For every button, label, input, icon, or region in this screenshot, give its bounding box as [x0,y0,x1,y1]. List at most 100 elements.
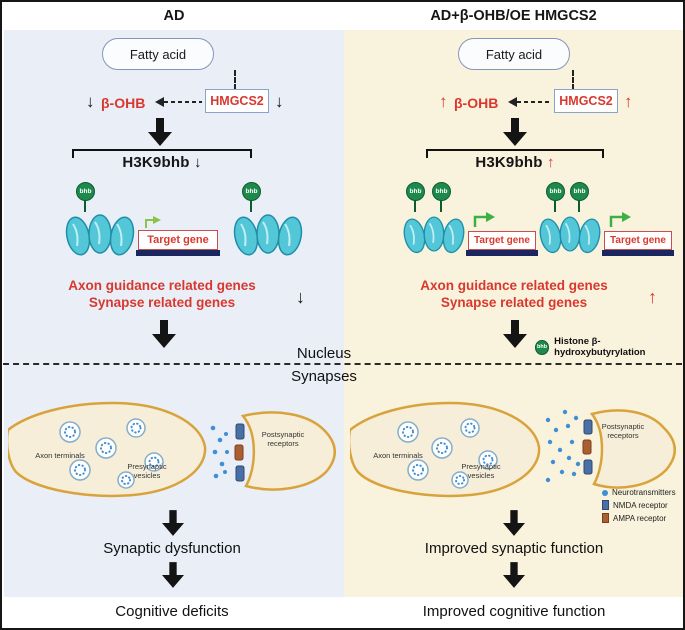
nucleosome-icon [539,216,601,254]
bhb-label: bhb [549,188,562,195]
flow-arrow-icon [162,562,184,588]
down-arrow-icon: ↓ [296,287,305,307]
bhb-stem [84,200,86,212]
up-arrow-icon: ↑ [546,154,555,171]
down-arrow-icon: ↓ [275,92,284,111]
h3k9bhb-bracket-left [72,149,252,158]
h3k9bhb-text: H3K9bhb [475,154,543,171]
flow-arrow-icon [503,320,527,348]
flow-arrow-icon [503,562,525,588]
bhb-stem [250,200,252,212]
bhb-badge: bhb [432,182,451,212]
hmgcs2-label: HMGCS2 [559,94,613,108]
bhb-label: bhb [409,188,422,195]
nmda-receptor-icon [235,423,245,440]
synapse-illustration-right [350,401,676,498]
h3k9bhb-bracket-right [426,149,604,158]
h3k9bhb-label-left: H3K9bhb ↓ [72,154,252,171]
bhb-badge: bhb [570,182,589,212]
dashed-connector-right [572,70,574,90]
ampa-receptor-icon [602,513,609,523]
panel-title-ad: AD [163,8,185,24]
down-arrow-icon: ↓ [86,92,95,111]
outcome-synaptic-left: Synaptic dysfunction [103,540,241,557]
histone-legend-label: Histone β-hydroxybutyrylation [554,336,646,358]
neurotransmitter-dots [545,409,581,483]
flow-arrow-icon [148,118,172,146]
hmgcs2-label: HMGCS2 [210,94,264,108]
hmgcs2-box-right: HMGCS2 [554,89,618,113]
postsynaptic-terminal [240,411,336,491]
h3k9bhb-label-right: H3K9bhb ↑ [426,154,604,171]
bhb-badge: bhb [546,182,565,212]
panel-ad-background [4,30,344,597]
bohb-label-right: β-OHB [454,95,499,111]
nucleus-synapse-divider [3,363,682,365]
nmda-receptor-icon [235,465,245,482]
bhb-badge: bhb [242,182,261,212]
bhb-label: bhb [537,344,548,350]
bhb-label: bhb [435,188,448,195]
nmda-receptor-icon [602,500,609,510]
bhb-badge: bhb [535,339,550,355]
dashed-arrow-icon [155,97,202,107]
fatty-acid-label: Fatty acid [129,46,187,62]
bohb-label-left: β-OHB [101,95,146,111]
synapse-illustration-left [8,401,336,498]
bhb-stem [414,200,416,212]
nucleosome-icon [65,214,135,256]
legend-ampa: AMPA receptor [602,513,666,523]
up-arrow-icon: ↑ [648,287,657,307]
nucleus-label: Nucleus [296,345,352,362]
fatty-acid-node-right: Fatty acid [458,38,570,70]
down-arrow-icon: ↓ [193,154,202,171]
bhb-label: bhb [573,188,586,195]
bhb-label: bhb [245,188,258,195]
gene-dna-bar [466,250,538,256]
flow-arrow-icon [503,510,525,536]
bhb-stem [554,200,556,212]
neurotransmitter-icon [602,489,608,496]
up-arrow-icon: ↑ [624,92,633,111]
target-gene-label: Target gene [474,235,530,246]
outcome-cognitive-left: Cognitive deficits [115,603,229,620]
target-gene-box: Target gene [138,230,218,250]
outcome-synaptic-right: Improved synaptic function [424,540,604,557]
presynaptic-vesicles-label-right: Presynaptic vesicles [461,462,501,480]
h3k9bhb-text: H3K9bhb [122,154,190,171]
ampa-label: AMPA receptor [613,513,667,523]
synapses-label: Synapses [291,368,357,385]
axon-genes-label: Axon guidance related genes [68,278,256,293]
presynaptic-vesicles-label-left: Presynaptic vesicles [127,462,167,480]
synapse-genes-label: Synapse related genes [88,294,236,310]
neurotransmitters-label: Neurotransmitters [612,488,676,497]
outcome-cognitive-right: Improved cognitive function [422,603,606,620]
legend-neurotransmitters: Neurotransmitters [602,488,676,497]
bhb-badge: bhb [76,182,95,212]
legend-nmda: NMDA receptor [602,500,668,510]
bhb-badge: bhb [406,182,425,212]
target-gene-box: Target gene [468,231,536,250]
postsynaptic-receptors-label-left: Postsynaptic receptors [261,430,305,448]
axon-terminals-label-right: Axon terminals [373,451,423,460]
gene-categories-left: Axon guidance related genes Synapse rela… [32,278,292,312]
gene-categories-right: Axon guidance related genes Synapse rela… [384,278,644,312]
gene-dna-bar [602,250,674,256]
bhb-stem [578,200,580,212]
flow-arrow-icon [503,118,527,146]
postsynaptic-terminal [589,409,676,489]
dashed-arrow-icon [508,97,551,107]
transcription-arrow-icon [609,212,631,227]
neurotransmitter-dots [210,425,229,479]
nmda-receptor-icon [583,459,593,475]
flow-arrow-icon [162,510,184,536]
transcription-arrow-icon [145,216,161,228]
ampa-receptor-icon [234,444,244,461]
up-arrow-icon: ↑ [439,92,448,111]
ampa-receptor-icon [582,439,592,455]
nmda-receptor-icon [583,419,593,435]
bhb-label: bhb [79,188,92,195]
nucleosome-icon [233,214,303,256]
fatty-acid-label: Fatty acid [485,46,543,62]
fatty-acid-node-left: Fatty acid [102,38,214,70]
